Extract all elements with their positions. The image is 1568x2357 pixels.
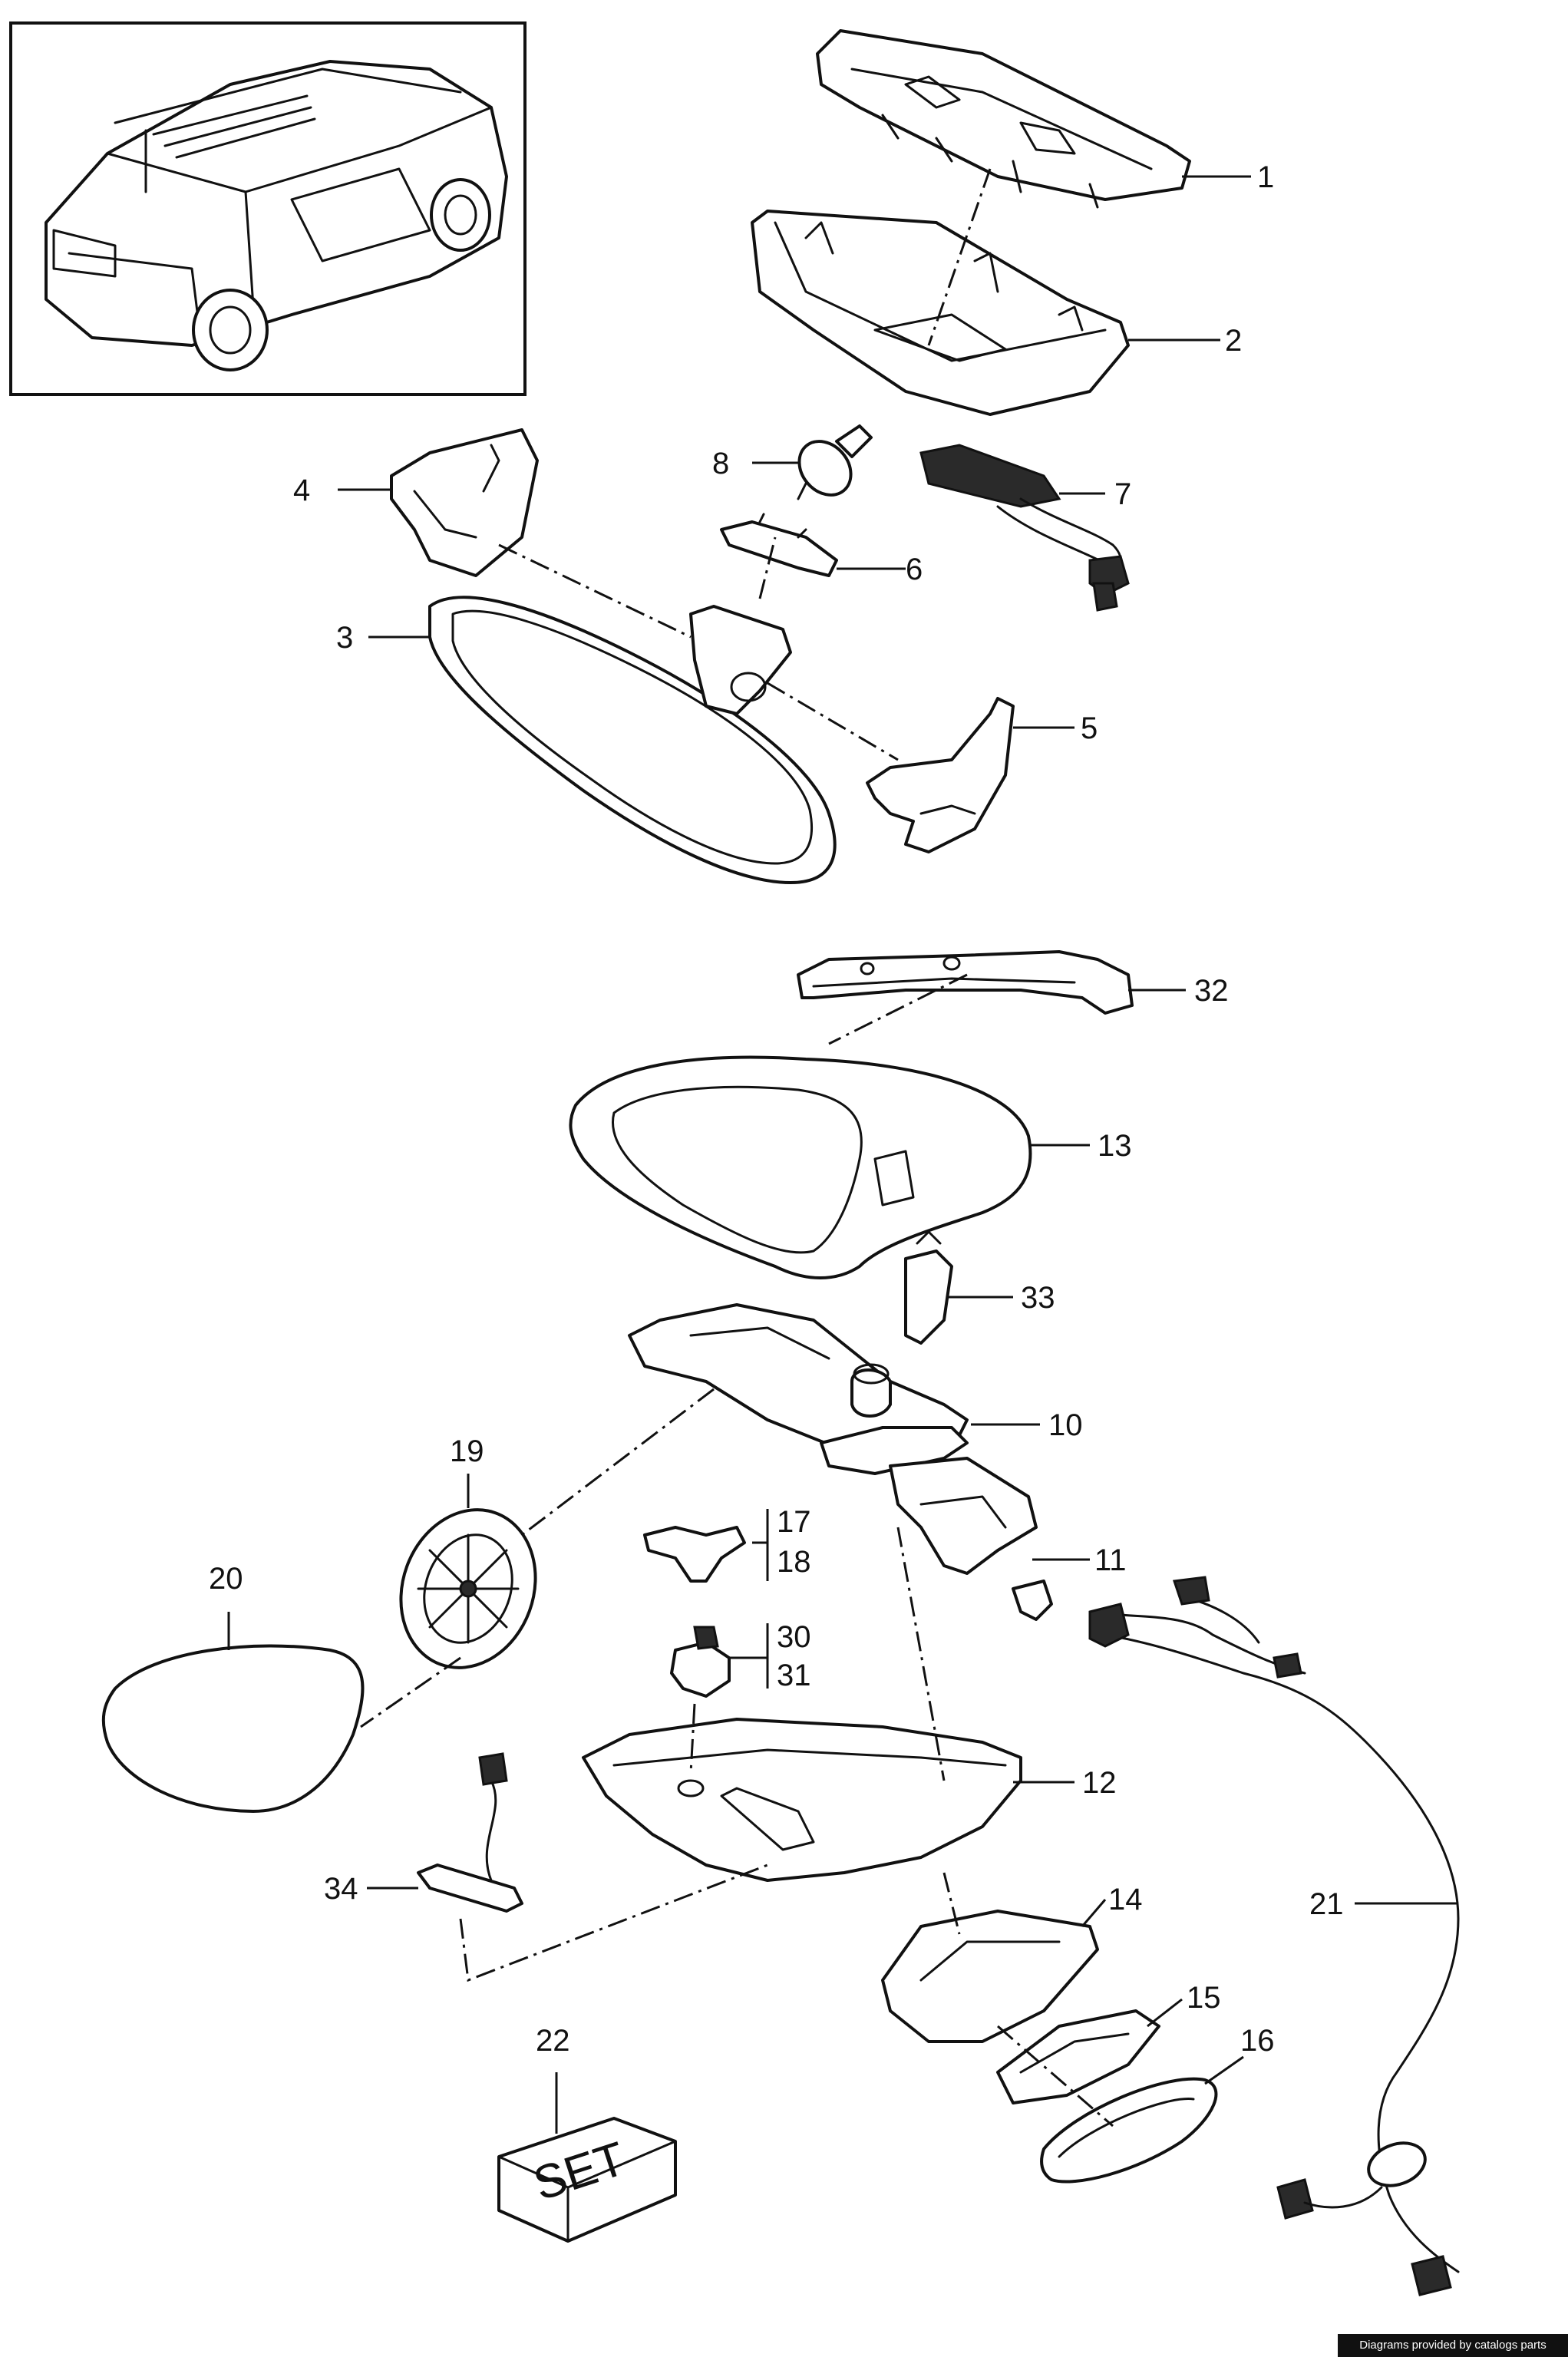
part-20-mirror-glass: [101, 1644, 365, 1813]
callout-4: 4: [293, 474, 310, 507]
part-5-lower-cover: [866, 697, 1015, 853]
part-11-clip: [1012, 1580, 1053, 1621]
callout-2: 2: [1225, 324, 1242, 358]
callout-17: 17: [777, 1505, 811, 1539]
callout-10: 10: [1048, 1408, 1083, 1442]
part-1-mirror-base-bracket: [816, 29, 1191, 209]
part-3-mirror-frame-ring: [428, 596, 837, 884]
callout-19: 19: [450, 1434, 484, 1468]
part-30-31-socket: [670, 1626, 731, 1698]
assembly-lines: [360, 168, 1114, 2128]
part-21-wiring-harness: [1088, 1576, 1460, 2296]
callout-8: 8: [712, 447, 729, 480]
part-19-adjustment-motor: [399, 1508, 537, 1669]
part-8-sensor: [797, 424, 873, 500]
part-17-18-bracket: [643, 1526, 746, 1583]
callout-22: 22: [536, 2024, 570, 2058]
callout-16: 16: [1240, 2024, 1275, 2058]
leader-lines: [227, 175, 1458, 2134]
callout-1: 1: [1257, 160, 1274, 194]
part-33-cap: [904, 1230, 953, 1345]
callout-20: 20: [209, 1562, 243, 1596]
callout-33: 33: [1021, 1281, 1055, 1315]
part-22-set-box: SET: [497, 2117, 677, 2243]
part-7-control-module: [919, 444, 1130, 612]
part-13-mirror-housing: [569, 1055, 1032, 1279]
vehicle-inset: [9, 21, 527, 396]
footer-credit: Diagrams provided by catalogs parts: [1338, 2334, 1568, 2357]
callout-11: 11: [1094, 1543, 1127, 1577]
suv-illustration: [45, 60, 508, 371]
callout-6: 6: [906, 553, 923, 586]
callout-14: 14: [1108, 1883, 1143, 1916]
callout-3: 3: [336, 621, 353, 655]
part-14-lamp-housing: [881, 1910, 1099, 2043]
callout-7: 7: [1114, 477, 1131, 511]
callout-30: 30: [777, 1620, 811, 1654]
part-12-lower-housing: [582, 1718, 1022, 1882]
part-4-cover-trim: [390, 428, 539, 577]
mirror-mount-bracket: [689, 605, 792, 715]
part-32-trim-strip: [797, 950, 1134, 1015]
callout-31: 31: [777, 1659, 811, 1692]
callout-12: 12: [1082, 1766, 1117, 1800]
callouts: 1 2 3 4 5 6 7 8 32 13 33 10 17 18 19 20 …: [209, 160, 1344, 2058]
callout-13: 13: [1098, 1129, 1132, 1163]
callout-21: 21: [1309, 1887, 1344, 1921]
part-15-lamp-lens-frame: [996, 2009, 1160, 2104]
part-34-led-strip: [417, 1752, 523, 1913]
part-6-bracket-clip: [720, 513, 838, 577]
part-16-lamp-lens: [1040, 2077, 1218, 2184]
callout-34: 34: [324, 1872, 358, 1906]
callout-18: 18: [777, 1545, 811, 1579]
part-10-mirror-frame-assembly: [628, 1303, 1038, 1575]
callout-32: 32: [1194, 974, 1229, 1008]
callout-5: 5: [1081, 711, 1098, 745]
callout-15: 15: [1187, 1981, 1221, 2015]
